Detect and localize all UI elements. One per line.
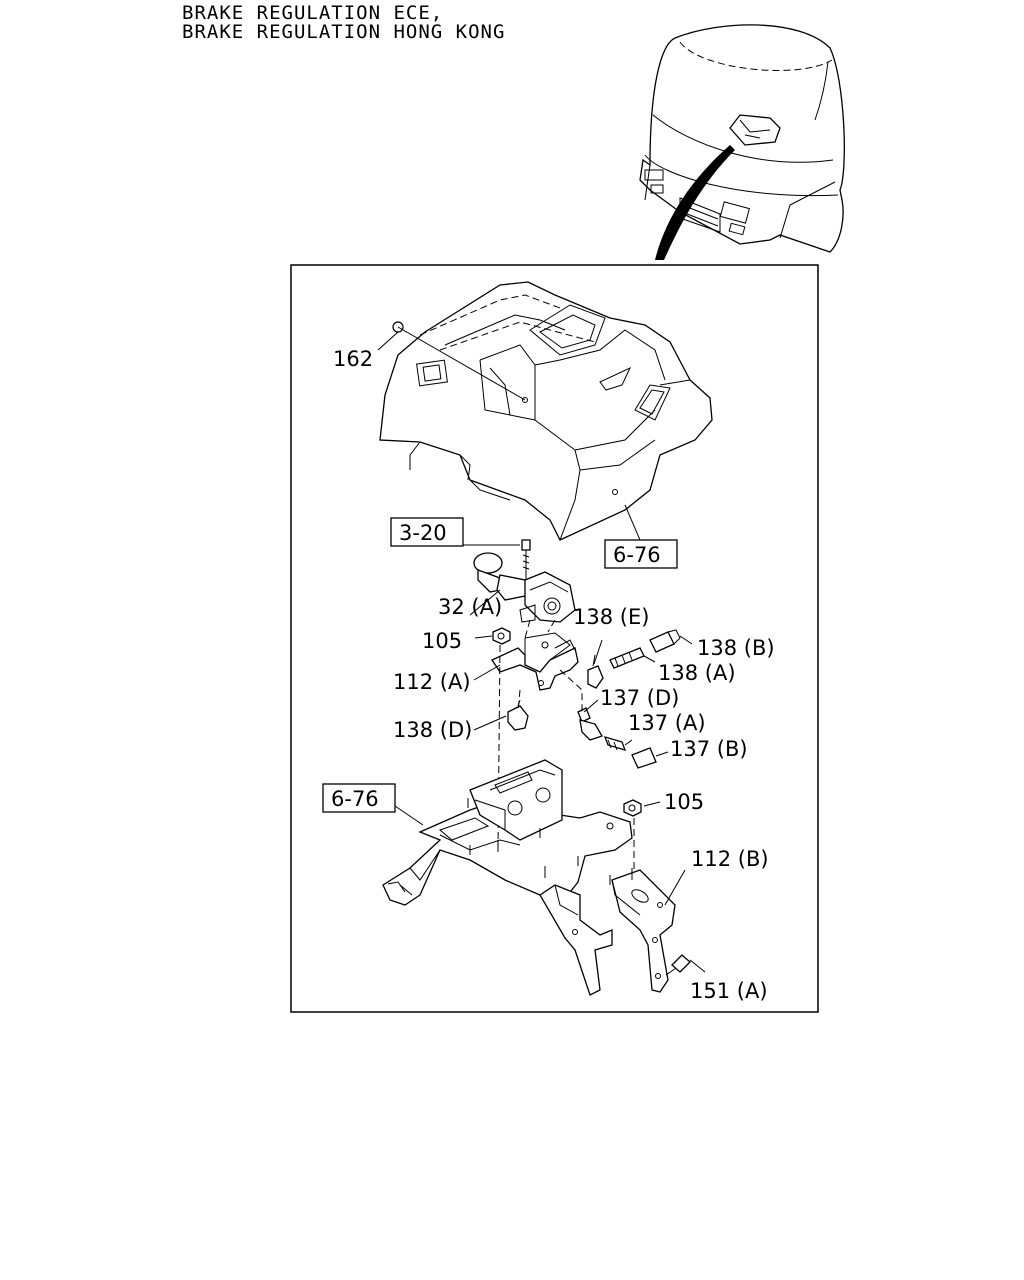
callout-box-6-76-bottom (322, 783, 396, 813)
console-cover (377, 281, 713, 541)
callout-137a: 137 (A) (628, 711, 706, 735)
callout-138e: 138 (E) (573, 605, 649, 629)
header-line-1: BRAKE REGULATION ECE, (182, 2, 444, 24)
bracket-112b (609, 799, 706, 993)
callout-105-right: 105 (664, 790, 704, 814)
callout-112b: 112 (B) (691, 847, 769, 871)
callout-112a: 112 (A) (393, 670, 471, 694)
callout-138d: 138 (D) (393, 718, 472, 742)
fittings (473, 629, 693, 769)
callout-138b: 138 (B) (697, 636, 775, 660)
base-plate (382, 759, 633, 996)
callout-151a: 151 (A) (690, 979, 768, 1003)
bracket-112a (473, 627, 579, 691)
header-line-2: BRAKE REGULATION HONG KONG (182, 21, 506, 43)
truck-cab-thumbnail (639, 24, 845, 260)
callout-138a: 138 (A) (658, 661, 736, 685)
callout-3-20: 3-20 (399, 521, 447, 545)
callout-box-3-20 (390, 517, 464, 547)
callout-6-76-top: 6-76 (613, 543, 661, 567)
callout-137b: 137 (B) (670, 737, 748, 761)
valve-assembly (463, 539, 576, 623)
detail-frame (290, 264, 819, 1013)
diagram-header: BRAKE REGULATION ECE, BRAKE REGULATION H… (182, 4, 505, 42)
callout-105-left: 105 (422, 629, 462, 653)
callout-6-76-bottom: 6-76 (331, 787, 379, 811)
callout-box-6-76-top (604, 539, 678, 569)
callout-137d: 137 (D) (600, 686, 679, 710)
callout-32a: 32 (A) (438, 595, 502, 619)
callout-162: 162 (333, 347, 373, 371)
